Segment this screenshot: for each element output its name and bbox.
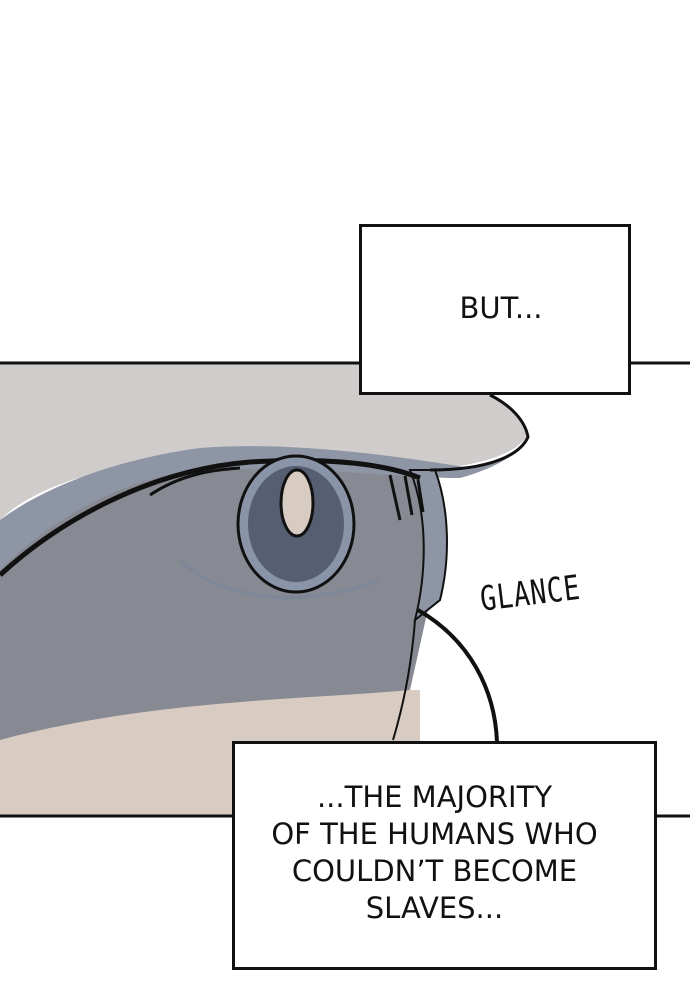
caption-box-top: BUT... bbox=[359, 224, 631, 395]
eyelid-line bbox=[0, 458, 421, 577]
speech-tail-curve bbox=[416, 608, 499, 743]
hair bbox=[0, 363, 528, 520]
eye-highlight bbox=[279, 468, 315, 538]
caption-text-top: BUT... bbox=[459, 290, 543, 325]
caption-box-bottom: ...THE MAJORITY OF THE HUMANS WHO COULDN… bbox=[232, 741, 657, 970]
caption-text-bottom: ...THE MAJORITY OF THE HUMANS WHO COULDN… bbox=[271, 779, 598, 925]
